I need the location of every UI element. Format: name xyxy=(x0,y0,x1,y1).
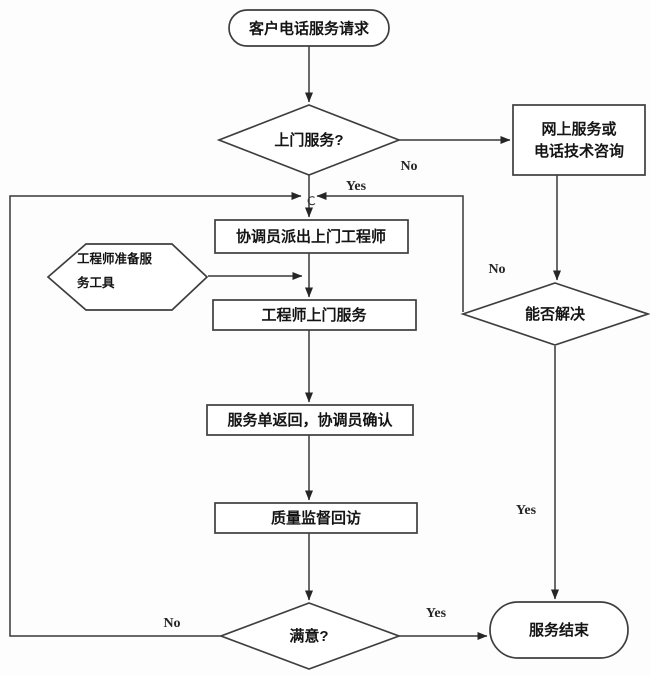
edge-satisfied-no-loop xyxy=(9,192,302,637)
node-quality-visit: 质量监督回访 xyxy=(214,502,418,534)
node-online-service-line2: 电话技术咨询 xyxy=(534,142,624,160)
node-onsite-decision-label: 上门服务? xyxy=(274,131,343,149)
node-start: 客户电话服务请求 xyxy=(228,9,390,47)
edge-label-resolved-yes: Yes xyxy=(516,503,537,518)
node-start-label: 客户电话服务请求 xyxy=(248,20,370,38)
edge-resolved-no-loop xyxy=(316,192,464,312)
edge-label-onsite-yes: Yes xyxy=(346,179,367,194)
node-onsite-service: 工程师上门服务 xyxy=(212,299,417,331)
node-order-return: 服务单返回，协调员确认 xyxy=(206,404,414,436)
node-resolved-decision: 能否解决 xyxy=(460,282,650,346)
node-quality-visit-label: 质量监督回访 xyxy=(271,509,361,527)
node-onsite-service-label: 工程师上门服务 xyxy=(261,306,367,324)
node-prepare-tools-line1: 工程师准备服 xyxy=(77,251,153,266)
node-resolved-decision-label: 能否解决 xyxy=(525,305,586,323)
edge-label-satisfied-yes: Yes xyxy=(426,606,447,621)
node-satisfied-decision: 满意? xyxy=(218,602,402,670)
node-online-service: 网上服务或 电话技术咨询 xyxy=(512,104,646,176)
node-end-label: 服务结束 xyxy=(529,621,590,639)
edge-crossing-hop xyxy=(307,196,316,206)
node-order-return-label: 服务单返回，协调员确认 xyxy=(227,411,393,429)
node-dispatch-label: 协调员派出上门工程师 xyxy=(236,228,386,246)
node-prepare-tools: 工程师准备服 务工具 xyxy=(46,243,209,311)
node-end: 服务结束 xyxy=(489,601,629,659)
node-prepare-tools-line2: 务工具 xyxy=(77,275,115,290)
edge-label-satisfied-no: No xyxy=(163,616,180,631)
node-satisfied-decision-label: 满意? xyxy=(289,627,328,645)
edge-label-resolved-no: No xyxy=(488,262,505,277)
node-onsite-decision: 上门服务? xyxy=(216,104,402,176)
node-dispatch: 协调员派出上门工程师 xyxy=(214,219,409,254)
edge-label-onsite-no: No xyxy=(400,159,417,174)
node-online-service-line1: 网上服务或 xyxy=(541,120,616,138)
